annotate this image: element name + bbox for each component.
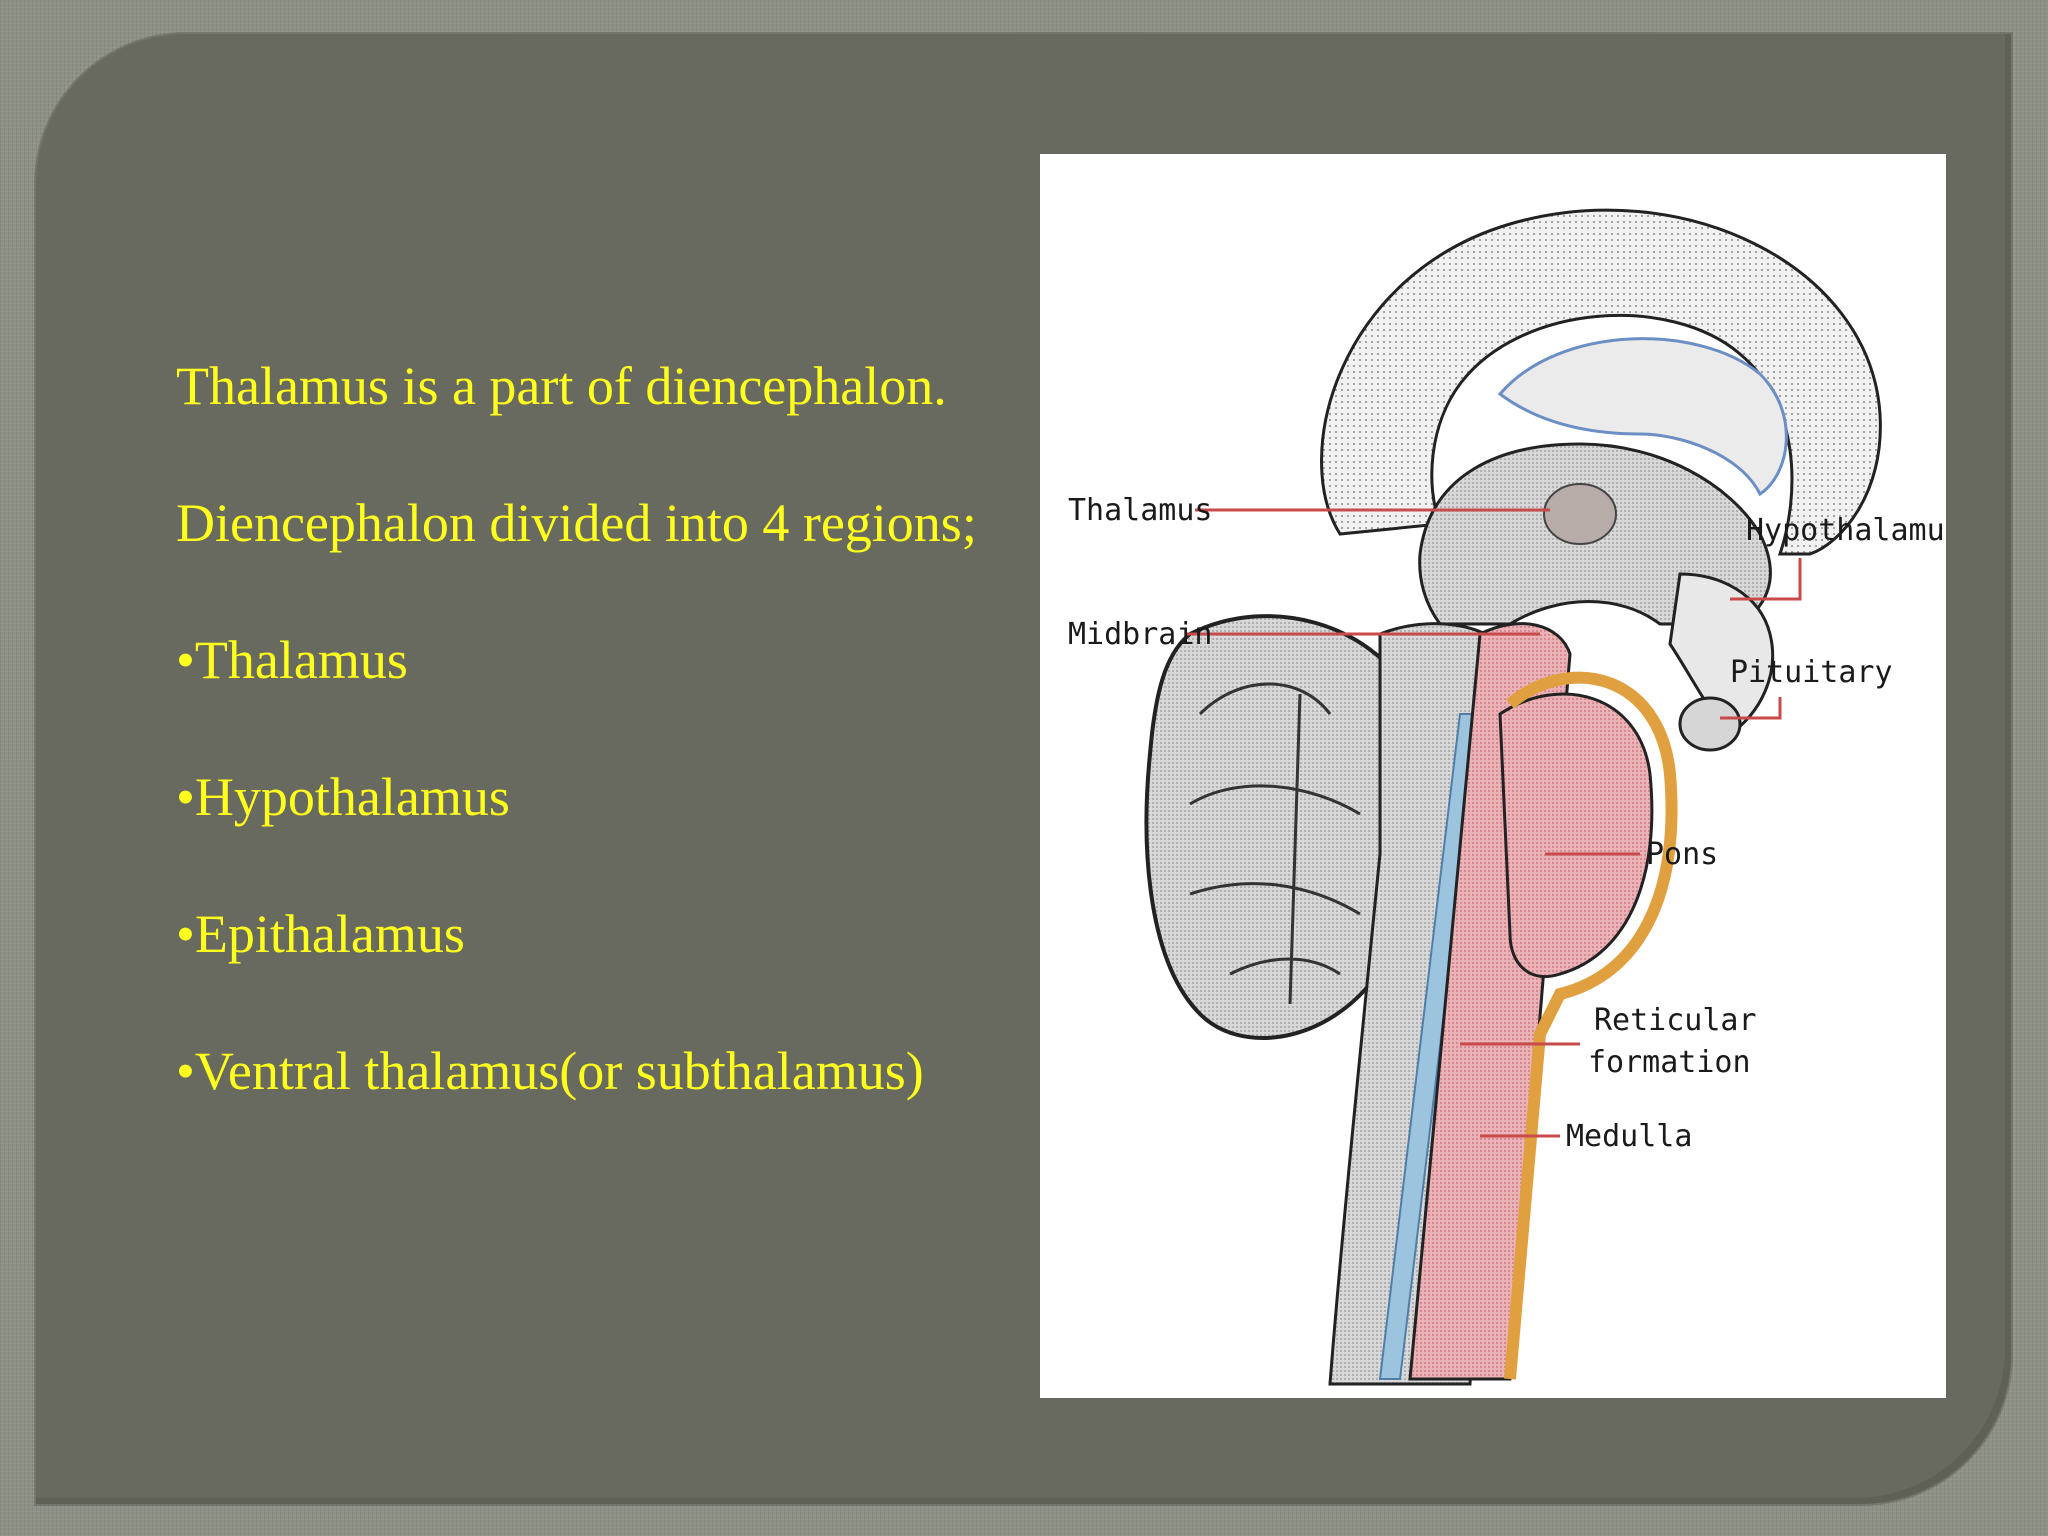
label-thalamus: Thalamus — [1068, 493, 1213, 528]
pituitary-gland — [1678, 696, 1742, 752]
label-formation: formation — [1588, 1045, 1751, 1080]
bullet-thalamus: •Thalamus — [176, 630, 408, 690]
cerebellum-lobes — [1189, 682, 1361, 1005]
cerebrum-shape — [1320, 208, 1882, 556]
brain-diagram-svg: Thalamus Midbrain Hypothalamus Pituitary… — [1068, 208, 1946, 1386]
label-pons: Pons — [1646, 837, 1718, 872]
bullet-epithalamus: •Epithalamus — [176, 904, 465, 964]
intro-line: Thalamus is a part of diencephalon. — [176, 356, 947, 416]
label-reticular: Reticular — [1594, 1003, 1757, 1038]
pons-border — [1504, 671, 1678, 1380]
label-medulla: Medulla — [1566, 1119, 1692, 1154]
bullet-hypothalamus: •Hypothalamus — [176, 767, 510, 827]
slide-text: Thalamus is a part of diencephalon. Dien… — [176, 356, 1056, 1101]
brain-diagram: Thalamus Midbrain Hypothalamus Pituitary… — [1040, 154, 1946, 1398]
label-hypothalamus: Hypothalamus — [1746, 513, 1946, 548]
label-pituitary: Pituitary — [1730, 655, 1893, 690]
lateral-ventricle — [1497, 337, 1788, 497]
bullet-ventral-thalamus: •Ventral thalamus(or subthalamus) — [176, 1041, 924, 1101]
label-lines — [1185, 508, 1802, 1138]
label-midbrain: Midbrain — [1068, 617, 1213, 652]
pons-shape — [1498, 692, 1654, 979]
thalamus-mass — [1543, 483, 1617, 545]
hypothalamus-region — [1668, 572, 1775, 736]
regions-line: Diencephalon divided into 4 regions; — [176, 493, 977, 553]
